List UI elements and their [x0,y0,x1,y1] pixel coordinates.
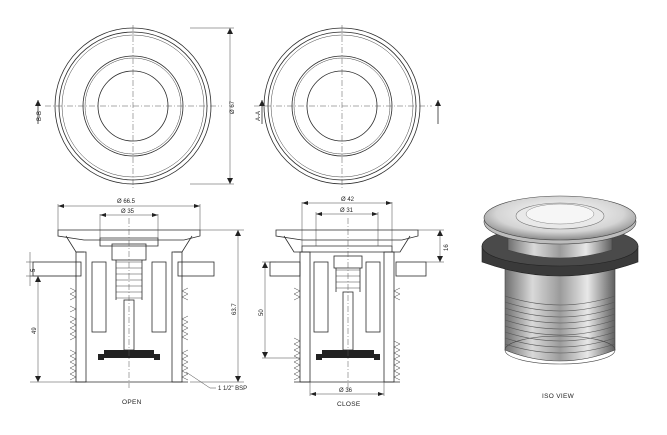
dim-top-dia-label: Ø 67 [230,100,236,114]
iso-view [481,195,639,365]
section-label-a: A-A [256,111,262,121]
dim-close-inner: Ø 31 [315,208,379,246]
dim-open-thread-label: 49 [32,327,38,334]
section-label-b: B-B [37,111,43,121]
top-view-right [254,25,432,188]
caption-close: CLOSE [337,401,361,408]
dim-open-outer: Ø 66.5 [57,199,201,230]
dim-open-height: 63.7 [190,229,244,383]
section-close [269,218,427,392]
section-marker-a: A-A [256,100,441,124]
dim-close-outer-label: Ø 42 [341,197,355,203]
dim-bsp-leader: 1 1/2" BSP [185,371,247,392]
dim-open-flange: 5 [26,252,37,286]
dim-open-height-label: 63.7 [232,303,238,315]
dim-open-thread: 49 [30,275,70,383]
dim-close-bottom: Ø 36 [309,382,385,396]
dim-close-top-label: 16 [444,244,450,251]
dim-close-outer: Ø 42 [301,197,393,246]
dim-close-top: 16 [418,229,450,263]
top-view-left [45,25,222,188]
dim-open-inner: Ø 35 [99,209,159,238]
dim-close-inner-label: Ø 31 [340,208,354,214]
dim-bsp-label: 1 1/2" BSP [218,386,247,392]
dim-close-height: 50 [259,261,300,359]
caption-iso: ISO VIEW [542,393,575,400]
dim-top-dia: Ø 67 [190,27,236,185]
dim-open-outer-label: Ø 66.5 [117,199,136,205]
section-marker-b: B-B [35,100,43,124]
dim-close-bottom-label: Ø 36 [339,388,353,394]
dim-open-inner-label: Ø 35 [121,209,135,215]
dim-close-height-label: 50 [259,309,265,316]
dim-open-flange-label: 5 [31,268,37,272]
section-open [32,218,215,388]
caption-open: OPEN [122,399,142,406]
